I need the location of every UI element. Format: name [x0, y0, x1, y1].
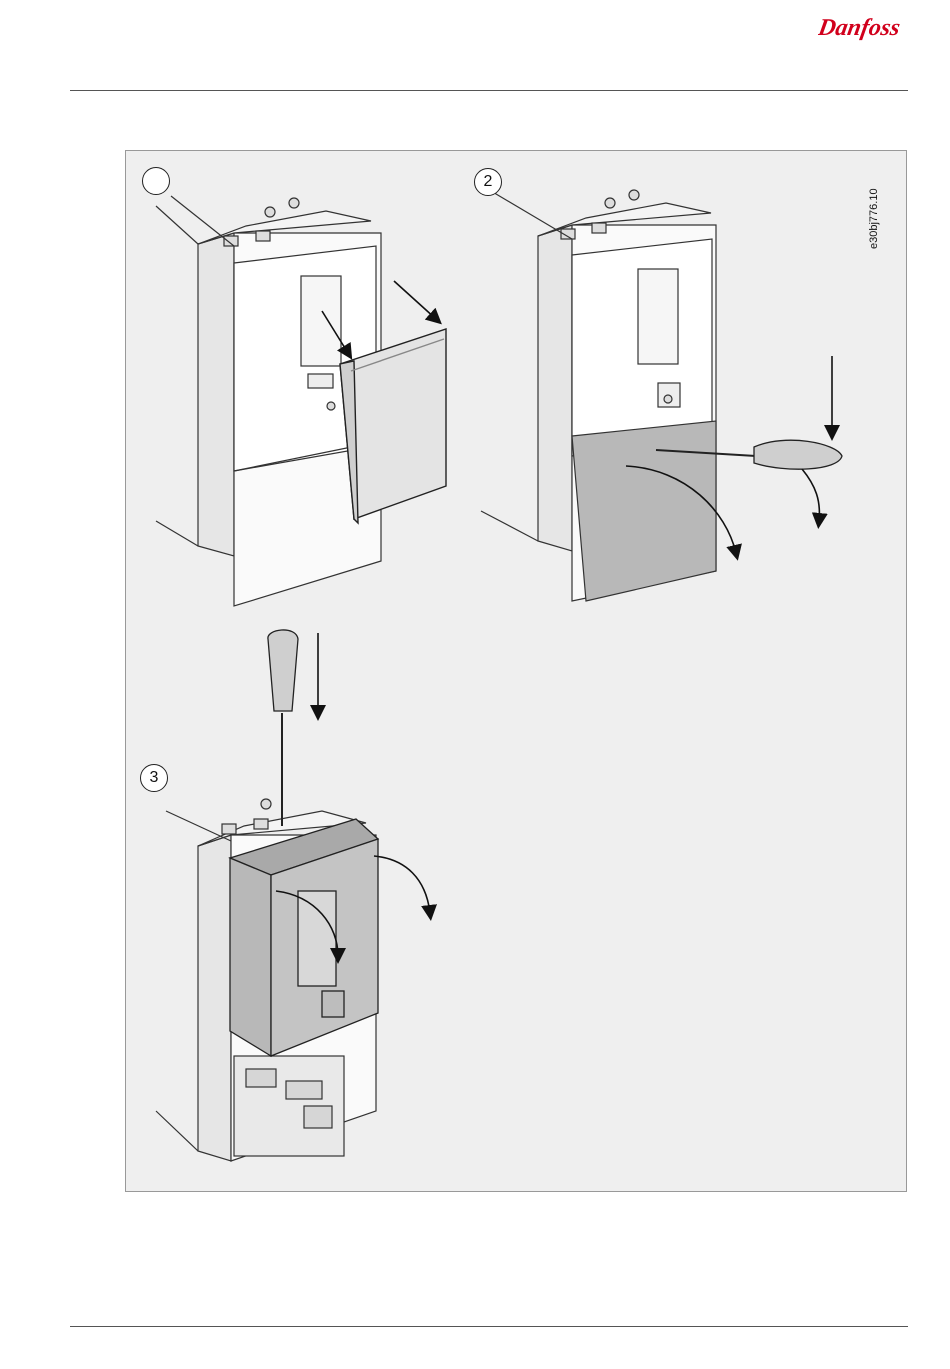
header-rule	[70, 90, 908, 91]
brand-name: Danfoss	[818, 14, 902, 41]
step-3-badge: 3	[140, 764, 168, 792]
step3-screwdriver-icon	[268, 630, 298, 826]
step-1-badge	[142, 167, 170, 195]
danfoss-logo-mark: Danfoss	[818, 8, 910, 48]
step2-drive	[481, 190, 716, 601]
footer-rule	[70, 1326, 908, 1327]
step3-front-cover	[230, 819, 378, 1056]
step1-lcp-cover	[340, 329, 446, 523]
danfoss-logo: Danfoss	[818, 8, 910, 48]
installation-figure: e30bj776.10 2 3	[125, 150, 907, 1192]
figure-code: e30bj776.10	[868, 169, 886, 249]
step-2-badge: 2	[474, 168, 502, 196]
cover-removal-illustration	[126, 151, 906, 1191]
